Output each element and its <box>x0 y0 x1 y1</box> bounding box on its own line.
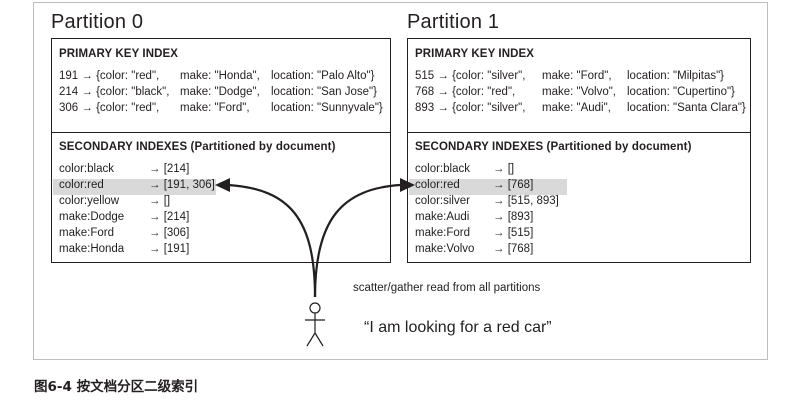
primary-make-value: make: "Ford", <box>180 102 250 114</box>
primary-make-value: make: "Audi", <box>542 102 611 114</box>
index-postings: → [768] <box>493 179 534 191</box>
index-term: color:black <box>415 163 470 175</box>
index-term: color:red <box>415 179 460 191</box>
scatter-gather-label: scatter/gather read from all partitions <box>353 282 541 294</box>
index-postings: → [306] <box>149 227 190 239</box>
person-icon <box>305 302 325 347</box>
index-postings: → [] <box>493 163 515 175</box>
primary-make-value: make: "Honda", <box>180 70 260 82</box>
arrow-to-partition-1 <box>313 183 401 298</box>
index-postings: → [214] <box>149 211 190 223</box>
index-divider <box>408 132 750 133</box>
index-postings: → [515, 893] <box>493 195 559 207</box>
primary-location-value: location: "San Jose"} <box>271 86 377 98</box>
primary-location-value: location: "Cupertino"} <box>627 86 735 98</box>
primary-key-value: 306 → {color: "red", <box>59 102 160 114</box>
index-term: make:Honda <box>59 243 125 255</box>
partition-1-title: Partition 1 <box>407 11 500 33</box>
primary-make-value: make: "Ford", <box>542 70 612 82</box>
partition-1-box: PRIMARY KEY INDEX 515 → {color: "silver"… <box>407 38 751 263</box>
primary-key-index-heading: PRIMARY KEY INDEX <box>59 48 179 60</box>
index-term: color:red <box>59 179 104 191</box>
index-postings: → [191, 306] <box>149 179 215 191</box>
index-term: make:Dodge <box>59 211 125 223</box>
arrows-layer <box>215 178 415 347</box>
primary-key-value: 191 → {color: "red", <box>59 70 160 82</box>
index-term: make:Ford <box>415 227 470 239</box>
index-term: color:yellow <box>59 195 120 207</box>
partition-0-box: PRIMARY KEY INDEX 191 → {color: "red", m… <box>51 38 391 263</box>
index-term: color:silver <box>415 195 470 207</box>
secondary-indexes-heading: SECONDARY INDEXES (Partitioned by docume… <box>415 141 692 153</box>
secondary-indexes-heading: SECONDARY INDEXES (Partitioned by docume… <box>59 141 336 153</box>
primary-make-value: make: "Dodge", <box>180 86 260 98</box>
primary-location-value: location: "Sunnyvale"} <box>271 102 383 114</box>
index-postings: → [191] <box>149 243 190 255</box>
person-quote: “I am looking for a red car” <box>364 319 552 336</box>
highlighted-row-background <box>409 179 567 195</box>
index-term: make:Ford <box>59 227 114 239</box>
primary-make-value: make: "Volvo", <box>542 86 617 98</box>
figure-frame: Partition 0 Partition 1 PRIMARY KEY INDE… <box>33 2 768 360</box>
primary-key-index-heading: PRIMARY KEY INDEX <box>415 48 535 60</box>
index-postings: → [893] <box>493 211 534 223</box>
primary-location-value: location: "Milpitas"} <box>627 70 725 82</box>
highlighted-row-background <box>53 179 216 195</box>
index-term: color:black <box>59 163 114 175</box>
index-postings: → [515] <box>493 227 534 239</box>
index-postings: → [214] <box>149 163 190 175</box>
arrowhead-right <box>400 178 415 192</box>
arrow-to-partition-0 <box>227 183 317 298</box>
primary-key-value: 893 → {color: "silver", <box>415 102 526 114</box>
arrowhead-left <box>215 178 230 192</box>
primary-location-value: location: "Santa Clara"} <box>627 102 746 114</box>
index-term: make:Volvo <box>415 243 475 255</box>
index-term: make:Audi <box>415 211 470 223</box>
index-postings: → [768] <box>493 243 534 255</box>
index-divider <box>52 132 390 133</box>
primary-location-value: location: "Palo Alto"} <box>271 70 375 82</box>
partition-0-title: Partition 0 <box>51 11 144 33</box>
primary-key-value: 768 → {color: "red", <box>415 86 516 98</box>
primary-key-value: 214 → {color: "black", <box>59 86 170 98</box>
figure-caption: 图6-4 按文档分区二级索引 <box>34 379 199 395</box>
primary-key-value: 515 → {color: "silver", <box>415 70 526 82</box>
index-postings: → [] <box>149 195 171 207</box>
